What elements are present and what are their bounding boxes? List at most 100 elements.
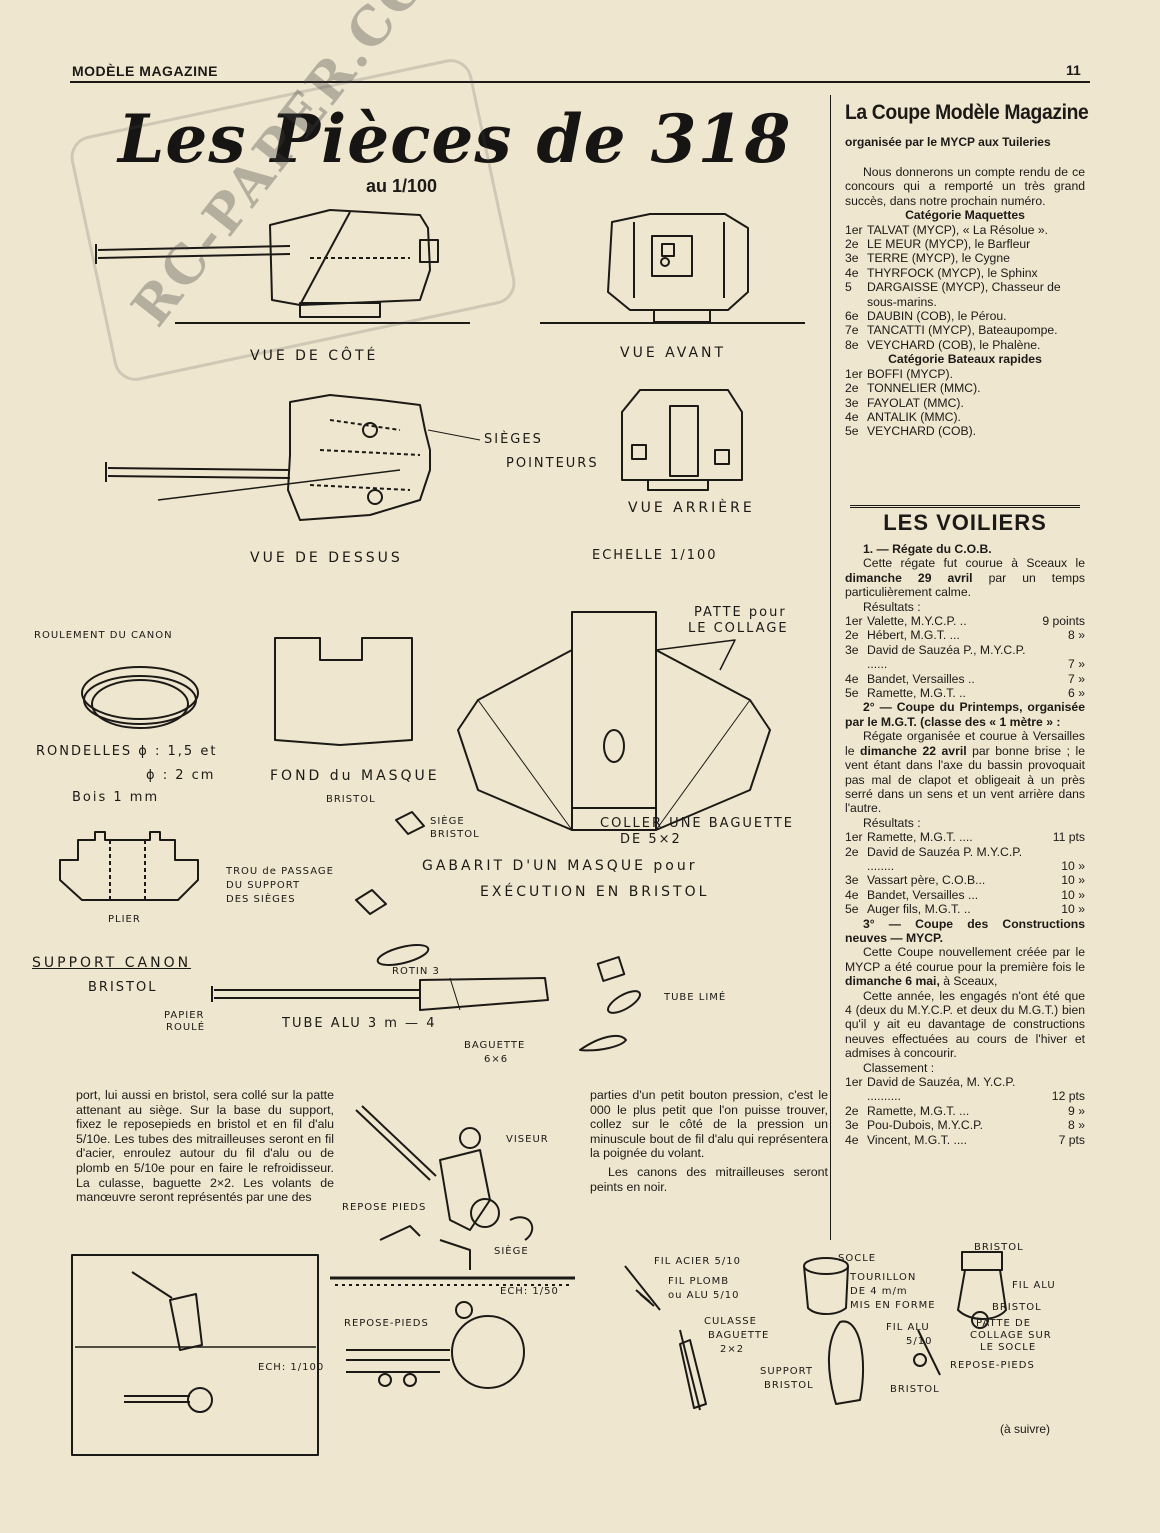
article-title: Les Pièces de 318 <box>118 100 792 178</box>
label-patte-collage-2: LE COLLAGE <box>688 621 789 636</box>
coupe-intro: Nous donnerons un compte rendu de ce con… <box>845 165 1085 208</box>
competitor-name: Vassart père, C.O.B... <box>867 873 986 888</box>
label-culasse-2: BAGUETTE <box>708 1330 770 1341</box>
regate-cob-text-a: Cette régate fut courue à Sceaux le <box>863 556 1085 571</box>
label-fond-masque: FOND du MASQUE <box>270 768 440 784</box>
regate-cob-date: dimanche 29 avril <box>845 570 973 585</box>
rank: 4e <box>845 1132 859 1147</box>
gunner-seat-drawing <box>330 1105 575 1286</box>
column-rule <box>830 95 831 1240</box>
rank: 2e <box>845 628 859 643</box>
label-rondelles-2: ϕ : 2 cm <box>146 768 216 783</box>
roulement-drawing <box>81 666 199 729</box>
label-vue-arriere: VUE ARRIÈRE <box>628 500 755 516</box>
competitor-name: Ramette, M.G.T. .. <box>867 686 966 701</box>
entry-text: FAYOLAT (MMC). <box>867 395 964 410</box>
label-tourillon-2: DE 4 m/m <box>850 1286 908 1297</box>
label-culasse-1: CULASSE <box>704 1316 757 1327</box>
label-vue-dessus: VUE DE DESSUS <box>250 550 403 566</box>
rank: 5e <box>845 686 859 701</box>
label-fil-acier: FIL ACIER 5/10 <box>654 1256 741 1267</box>
result-row: 5e Ramette, M.G.T. .. 6 » <box>845 686 1085 700</box>
label-papier-roule-2: ROULÉ <box>166 1022 206 1033</box>
score: 7 » <box>1068 657 1085 672</box>
entry-text: TANCATTI (MYCP), Bateaupompe. <box>867 323 1058 338</box>
entry-text: DARGAISSE (MYCP), Chasseur de sous-marin… <box>867 280 1061 309</box>
label-trou-2: DU SUPPORT <box>226 880 301 891</box>
label-patte-socle-2: COLLAGE SUR <box>970 1330 1052 1341</box>
entry-text: VEYCHARD (COB). <box>867 424 977 439</box>
label-tube-lime: TUBE LIMÉ <box>664 992 727 1003</box>
label-baguette-2: 6×6 <box>484 1054 509 1065</box>
label-patte-collage-1: PATTE pour <box>694 605 787 620</box>
label-siege: SIÈGE <box>494 1246 529 1257</box>
competitor-name: Auger fils, M.G.T. .. <box>867 902 971 917</box>
label-rondelles-3: Bois 1 mm <box>72 790 160 805</box>
label-echelle: ECHELLE 1/100 <box>592 548 718 563</box>
label-siege-bristol-2: BRISTOL <box>430 829 480 840</box>
label-tube-alu: TUBE ALU 3 m — 4 <box>282 1016 437 1031</box>
regate-cob-text-b: par un temps particulièrement calme. <box>845 570 1085 600</box>
list-item: 8e VEYCHARD (COB), le Phalène. <box>845 338 1085 352</box>
score: 9 points <box>1042 614 1085 629</box>
competitor-name: Ramette, M.G.T. .... <box>867 830 973 845</box>
rank: 3e <box>845 395 859 410</box>
body-text-col1: port, lui aussi en bristol, sera collé s… <box>76 1088 334 1205</box>
score: 10 » <box>1061 873 1085 888</box>
label-repose-pieds: REPOSE PIEDS <box>342 1202 427 1213</box>
score: 12 pts <box>1051 1089 1085 1104</box>
rank: 2e <box>845 1103 859 1118</box>
rank: 2e <box>845 381 859 396</box>
rank: 2e <box>845 844 859 859</box>
top-view-drawing <box>105 394 481 521</box>
coupe-printemps-text-b: par bonne brise ; le vent étant dans l'a… <box>845 743 1086 816</box>
entry-text: VEYCHARD (COB), le Phalène. <box>867 337 1041 352</box>
label-bristol-bottom: BRISTOL <box>890 1384 940 1395</box>
to-be-continued: (à suivre) <box>1000 1422 1051 1436</box>
entry-text: TONNELIER (MMC). <box>867 381 981 396</box>
rank: 1er <box>845 1075 863 1090</box>
label-sieges: SIÈGES <box>484 432 543 447</box>
coupe-printemps-head: 2° — Coupe du Printemps, organisée par l… <box>845 700 1085 729</box>
label-bristol-top: BRISTOL <box>974 1242 1024 1253</box>
voiliers-block: 1. — Régate du C.O.B. Cette régate fut c… <box>845 542 1085 1147</box>
label-coller-baguette-1: COLLER UNE BAGUETTE <box>600 816 795 831</box>
cat-maquettes-title: Catégorie Maquettes <box>905 208 1025 223</box>
entry-text: LE MEUR (MYCP), le Barfleur <box>867 237 1031 252</box>
small-scale-box <box>71 1254 319 1456</box>
gunner-top-view-drawing <box>346 1301 525 1389</box>
rank: 8e <box>845 337 859 352</box>
score: 8 » <box>1068 1118 1085 1133</box>
label-fil-alu-510-1: FIL ALU <box>886 1322 930 1333</box>
front-view-drawing <box>540 213 805 324</box>
label-fil-plomb-2: ou ALU 5/10 <box>668 1290 740 1301</box>
competitor-name: Hébert, M.G.T. ... <box>867 628 960 643</box>
label-gabarit-2: EXÉCUTION EN BRISTOL <box>480 884 710 900</box>
coupe-constructions-text-b: à Sceaux, <box>943 974 998 989</box>
rank: 5e <box>845 424 859 439</box>
label-support-bristol-2a: SUPPORT <box>760 1366 813 1377</box>
competitor-name: David de Sauzéa P., M.Y.C.P. ...... <box>867 642 1026 672</box>
rank: 3e <box>845 873 859 888</box>
label-tourillon-3: MIS EN FORME <box>850 1300 936 1311</box>
label-fond-bristol: BRISTOL <box>326 794 376 805</box>
label-papier-roule-1: PAPIER <box>164 1010 205 1021</box>
article-scale: au 1/100 <box>366 176 438 196</box>
rank: 7e <box>845 323 859 338</box>
label-repose-pieds-3: REPOSE-PIEDS <box>950 1360 1035 1371</box>
rank: 5 <box>845 280 852 295</box>
score: 6 » <box>1068 686 1085 701</box>
